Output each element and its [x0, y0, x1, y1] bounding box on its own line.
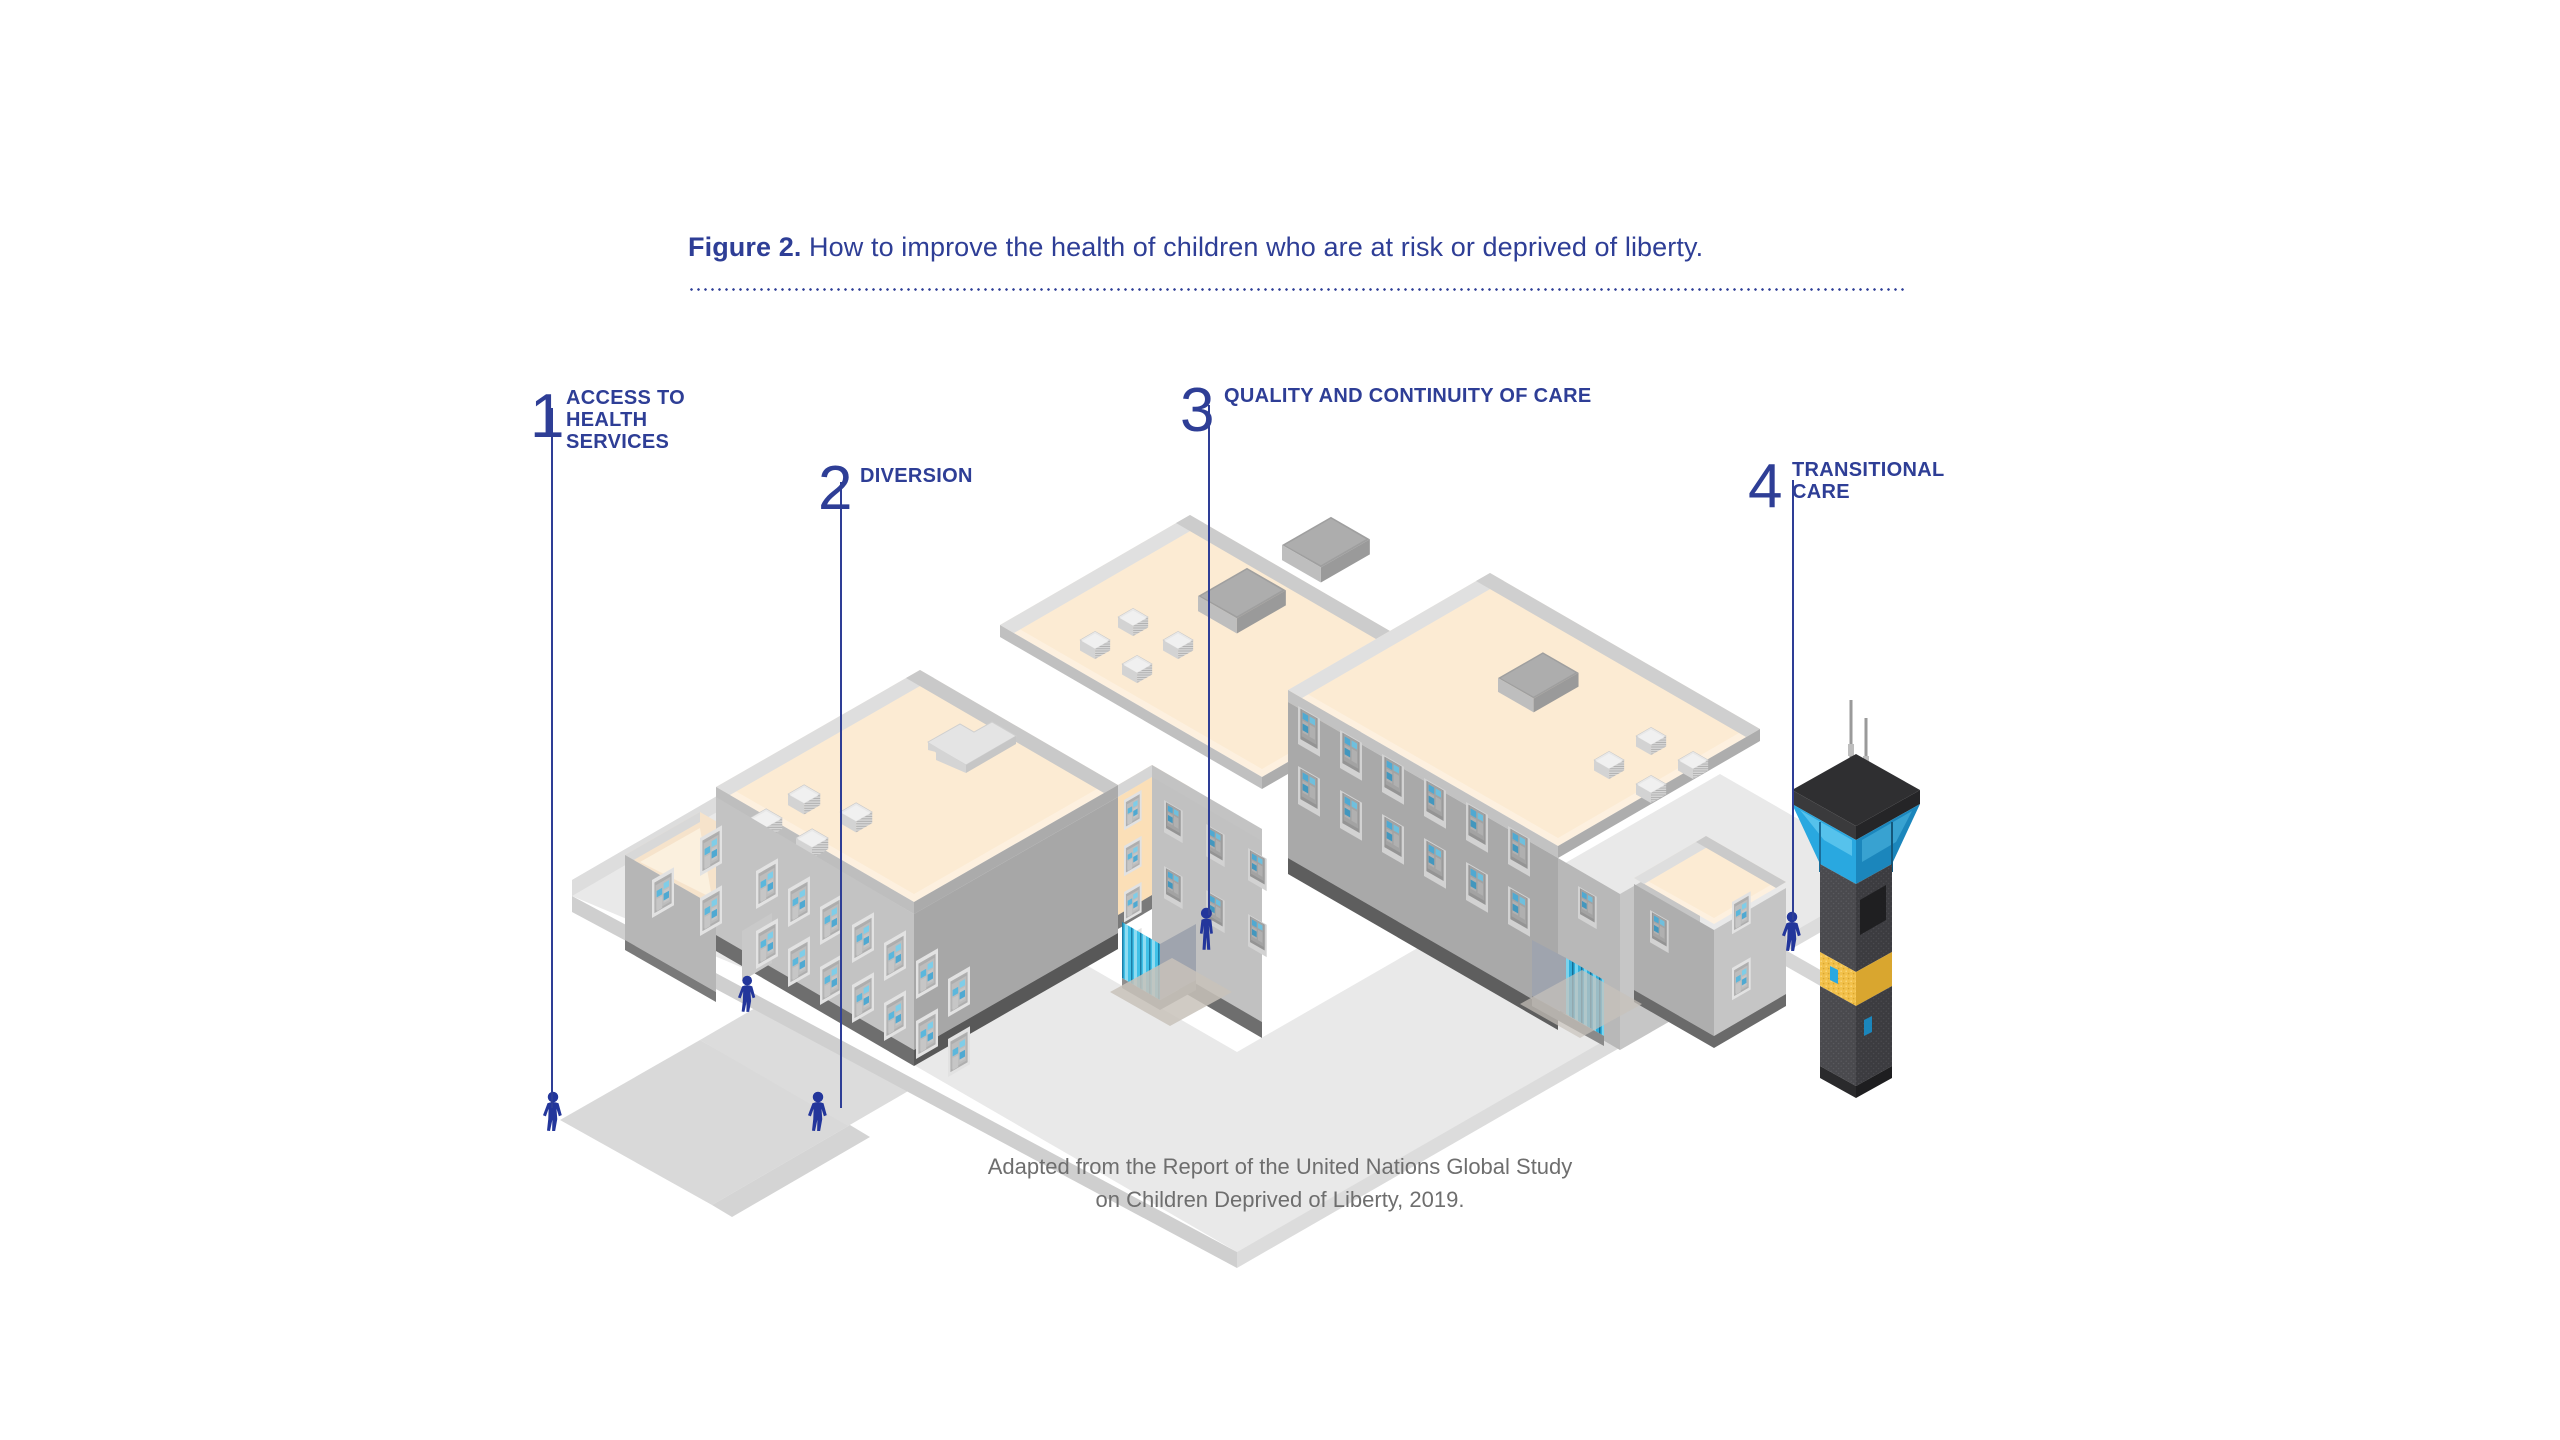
- left-wing-parapet-back-top: [716, 670, 934, 795]
- callout-3-label: QUALITY AND CONTINUITY OF CARE: [1224, 386, 1592, 408]
- person-figure: [808, 1091, 827, 1131]
- left-wing-parapet-outer-right: [914, 785, 1118, 914]
- low-annex-base: [1634, 990, 1786, 1048]
- left-wing-parapet-right-top: [906, 670, 1118, 793]
- callout-1-number: 1: [530, 382, 564, 451]
- tower-cab-left: [1792, 804, 1856, 884]
- callout-2-line-1: DIVERSION: [860, 465, 973, 487]
- leader-line-2: [840, 482, 842, 1108]
- figure-label: Figure 2.: [688, 232, 802, 262]
- tower-shaft-right-lower: [1856, 986, 1892, 1086]
- center-parapet-left-outer: [1000, 625, 1262, 789]
- callout-1-line-3: SERVICES: [566, 431, 670, 453]
- main-entrance: [1110, 922, 1232, 1026]
- figure-title: Figure 2. How to improve the health of c…: [688, 232, 1908, 263]
- tower-base-left: [1820, 1066, 1856, 1098]
- left-end-wall-base: [625, 940, 716, 1002]
- person-figure: [738, 975, 756, 1012]
- callout-4-line-2: CARE: [1792, 481, 1850, 503]
- callout-2-label: DIVERSION: [860, 466, 973, 488]
- secondary-entrance: [1520, 940, 1642, 1046]
- right-wing-parapet-back-top: [1288, 573, 1504, 698]
- title-dotted-rule: [688, 288, 1904, 291]
- right-wing-parapet-outer-left: [1288, 690, 1558, 858]
- tower-band-right: [1856, 952, 1892, 1006]
- tower-shaft-left-lower: [1820, 986, 1856, 1086]
- center-parapet-back-top: [1000, 515, 1204, 633]
- leader-line-4: [1792, 480, 1794, 920]
- right-annex: [1520, 836, 1786, 1050]
- ground-platform-front-left-face: [572, 896, 1237, 1268]
- tower-shaft-left-upper: [1820, 864, 1856, 972]
- tower-roof-left: [1792, 790, 1856, 840]
- right-wing-parapet-right-top: [1476, 573, 1760, 737]
- left-end-parapet-back: [625, 812, 700, 865]
- right-wing-roof-inner: [1304, 584, 1744, 838]
- roof-cross-skylight: [927, 721, 1017, 773]
- callout-4-label: TRANSITIONAL CARE: [1792, 460, 1944, 504]
- person-figure: [543, 1091, 562, 1131]
- source-caption: Adapted from the Report of the United Na…: [780, 1150, 1780, 1216]
- path-stub-down: [700, 1004, 910, 1126]
- right-wing-base-left: [1288, 858, 1558, 1030]
- tower-base-right: [1856, 1066, 1892, 1098]
- source-caption-line-1: Adapted from the Report of the United Na…: [987, 1154, 1573, 1179]
- connector-parapet: [1118, 765, 1152, 797]
- source-caption-line-2: on Children Deprived of Liberty, 2019.: [1095, 1187, 1465, 1212]
- low-annex-parapet-top: [1634, 836, 1716, 884]
- building-right-wing: [1288, 573, 1760, 1030]
- building-left-wing: [625, 670, 1118, 1077]
- tower-roof-right: [1856, 790, 1920, 840]
- callout-4-number: 4: [1748, 452, 1782, 521]
- watchtower: [1792, 700, 1920, 1098]
- callout-1-line-2: HEALTH: [566, 409, 648, 431]
- low-annex-parapet-right: [1696, 836, 1786, 888]
- path-left-branch: [712, 1125, 870, 1217]
- callout-3-number: 3: [1180, 376, 1214, 445]
- leader-line-3: [1208, 405, 1210, 915]
- callout-2-number: 2: [818, 454, 852, 523]
- left-wing-base-left: [716, 935, 914, 1066]
- callout-1-line-1: ACCESS TO: [566, 387, 686, 409]
- figure-description: How to improve the health of children wh…: [809, 232, 1704, 262]
- callout-1-label: ACCESS TO HEALTH SERVICES: [566, 388, 685, 454]
- left-end-wall-left: [625, 855, 716, 992]
- left-end-roof-triangle: [640, 828, 712, 898]
- callout-3-line-1: QUALITY AND CONTINUITY OF CARE: [1224, 385, 1592, 407]
- leader-line-1: [551, 408, 553, 1108]
- right-wing-facade-left: [1288, 702, 1558, 1014]
- path-left: [560, 1040, 850, 1205]
- rooftop-plant-box: [1282, 516, 1370, 583]
- callout-4-line-1: TRANSITIONAL: [1792, 459, 1945, 481]
